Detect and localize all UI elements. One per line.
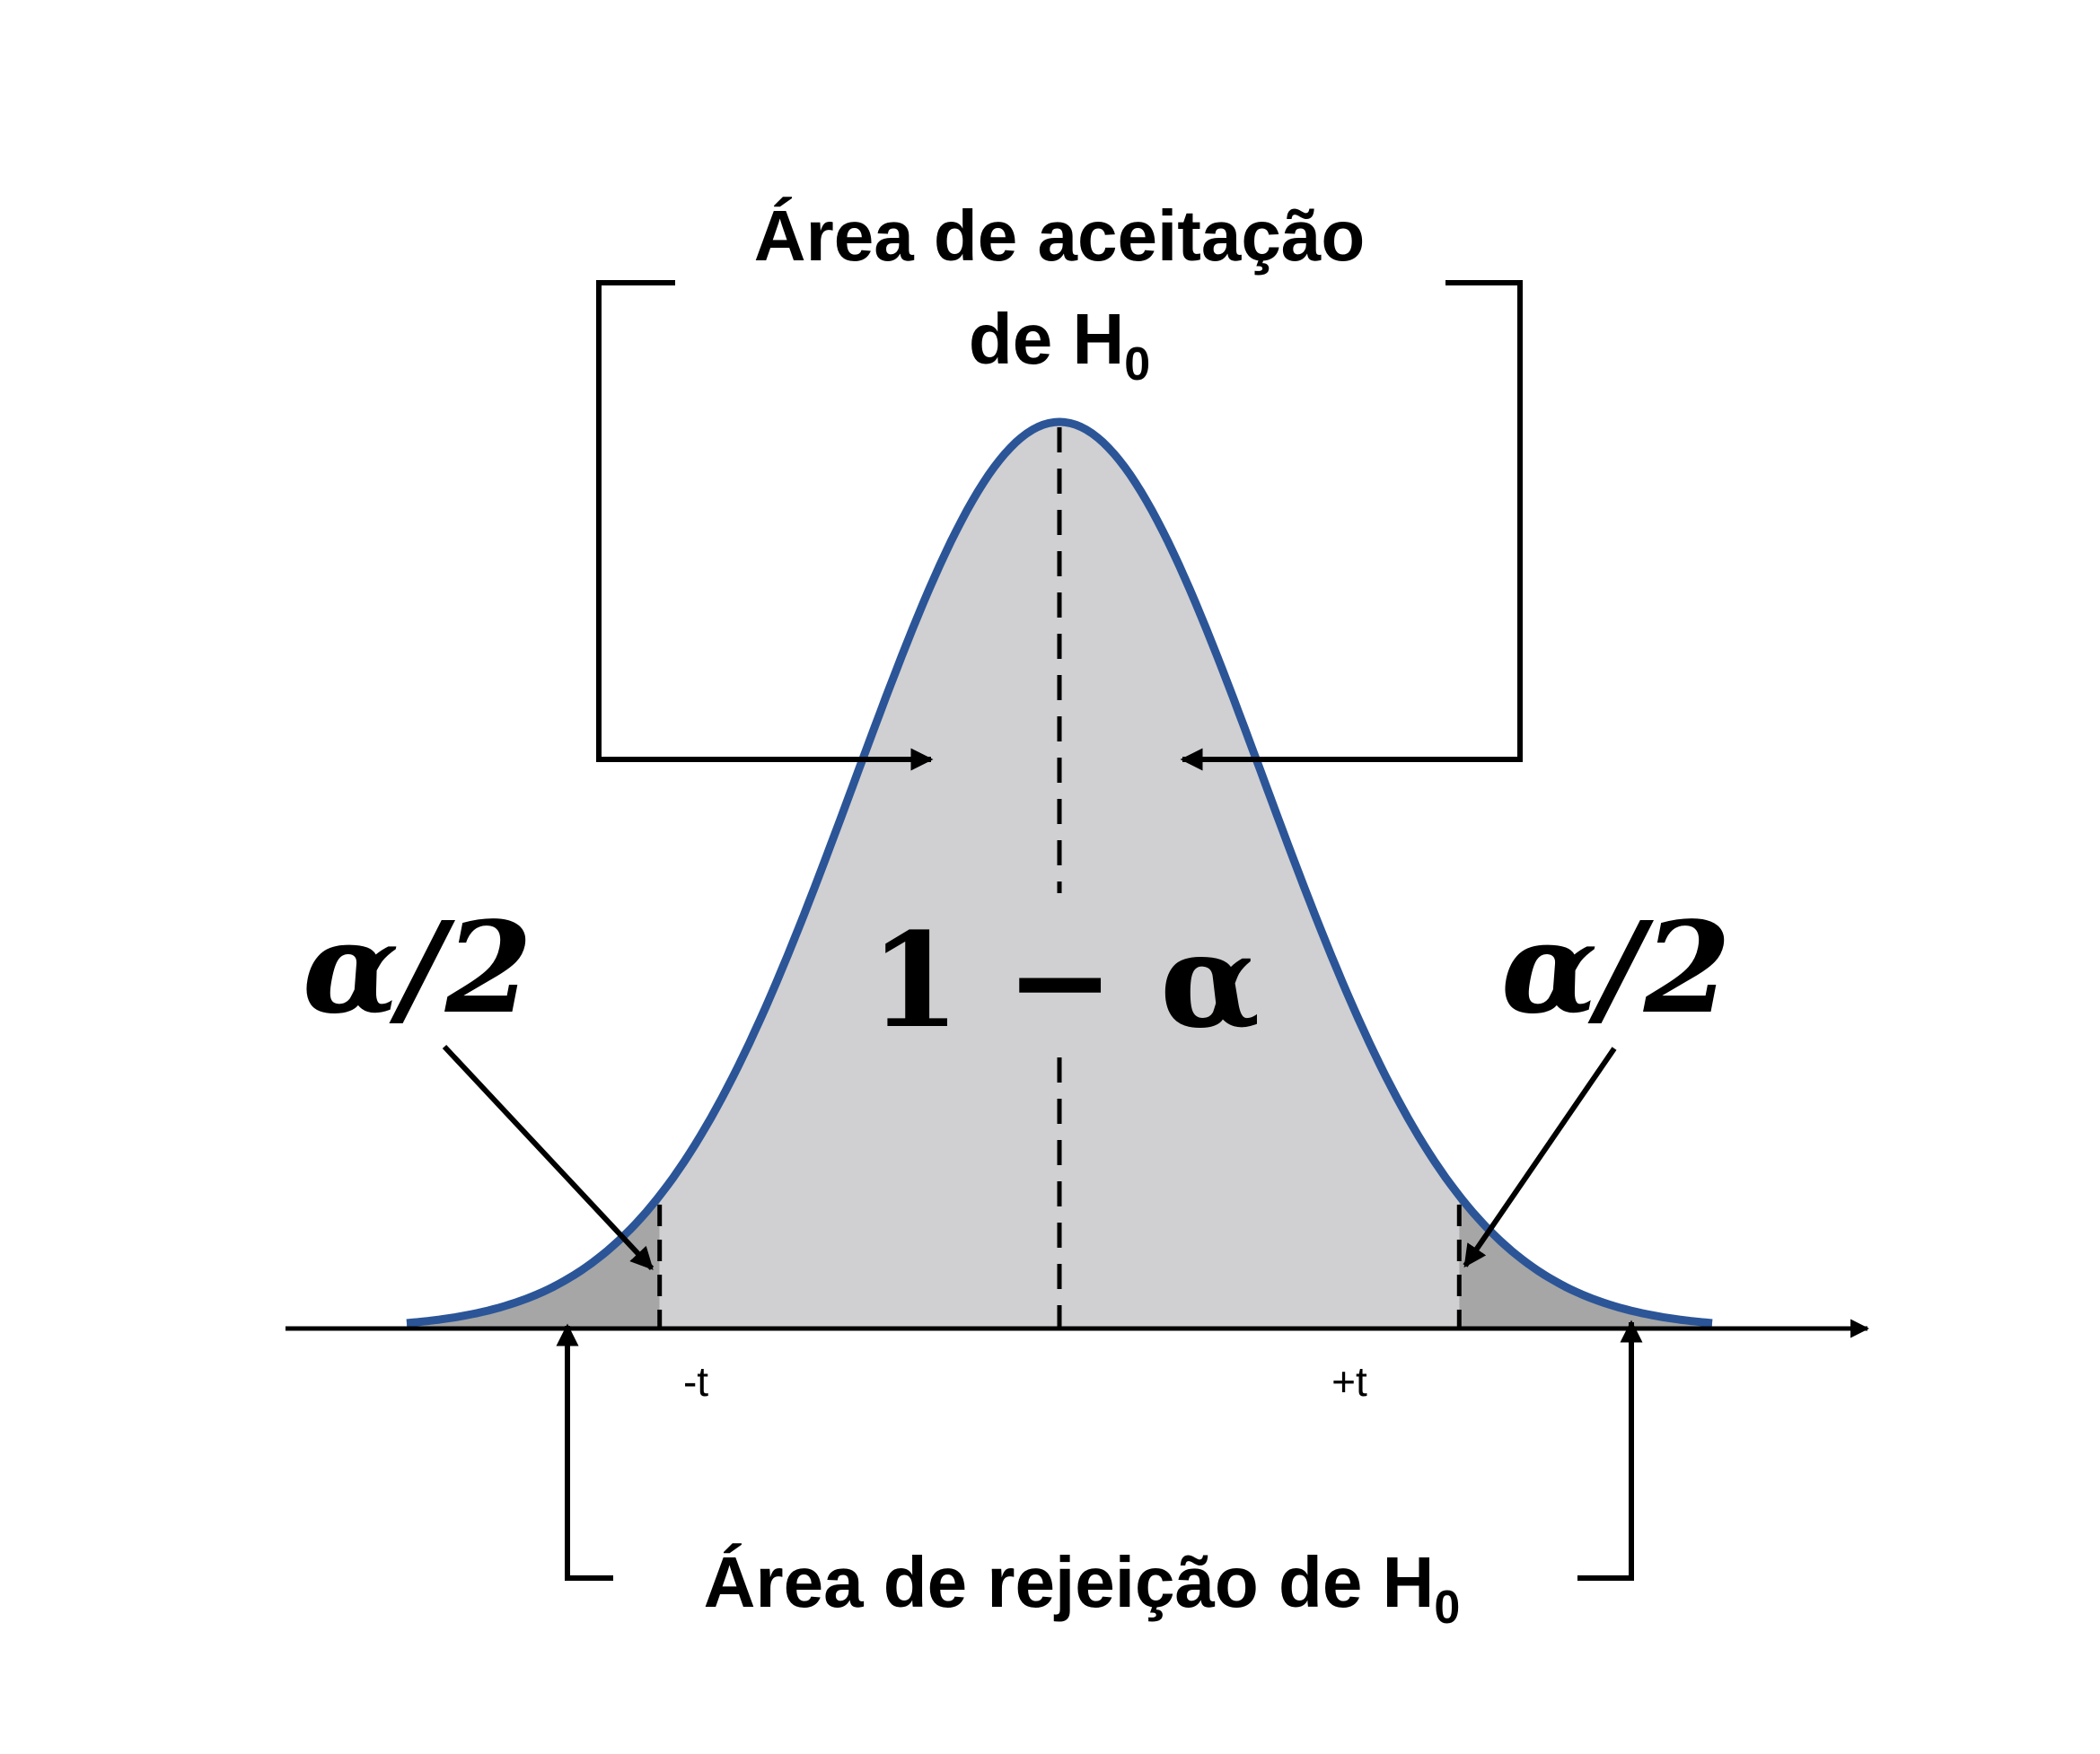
alpha-half-right-label: α/2	[1501, 895, 1731, 1042]
acceptance-bracket-left	[596, 280, 934, 771]
one-minus-alpha-label: 1 − α	[870, 905, 1261, 1057]
rejection-title: Área de rejeição de H0	[704, 1542, 1461, 1634]
acceptance-bracket-right	[1180, 280, 1523, 771]
acceptance-title-subscript: 0	[1124, 338, 1150, 390]
pos-t-label: +t	[1331, 1358, 1367, 1405]
neg-t-label: -t	[683, 1358, 708, 1405]
acceptance-area	[659, 422, 1460, 1329]
right-rejection-area	[1459, 1196, 1712, 1329]
alpha-half-left-label: α/2	[303, 895, 532, 1042]
alpha-left-arrow	[442, 1044, 655, 1271]
rejection-bracket-left	[556, 1323, 613, 1581]
acceptance-title-line1: Área de aceitação	[754, 196, 1365, 276]
rejection-title-subscript: 0	[1434, 1582, 1460, 1634]
alpha-right-arrow	[1463, 1047, 1617, 1268]
acceptance-title-line2: de H0	[969, 299, 1150, 390]
rejection-title-main: Área de rejeição de H	[704, 1542, 1435, 1622]
rejection-bracket-right	[1577, 1320, 1643, 1581]
acceptance-title-main: de H	[969, 299, 1124, 379]
left-rejection-area	[407, 1196, 660, 1329]
